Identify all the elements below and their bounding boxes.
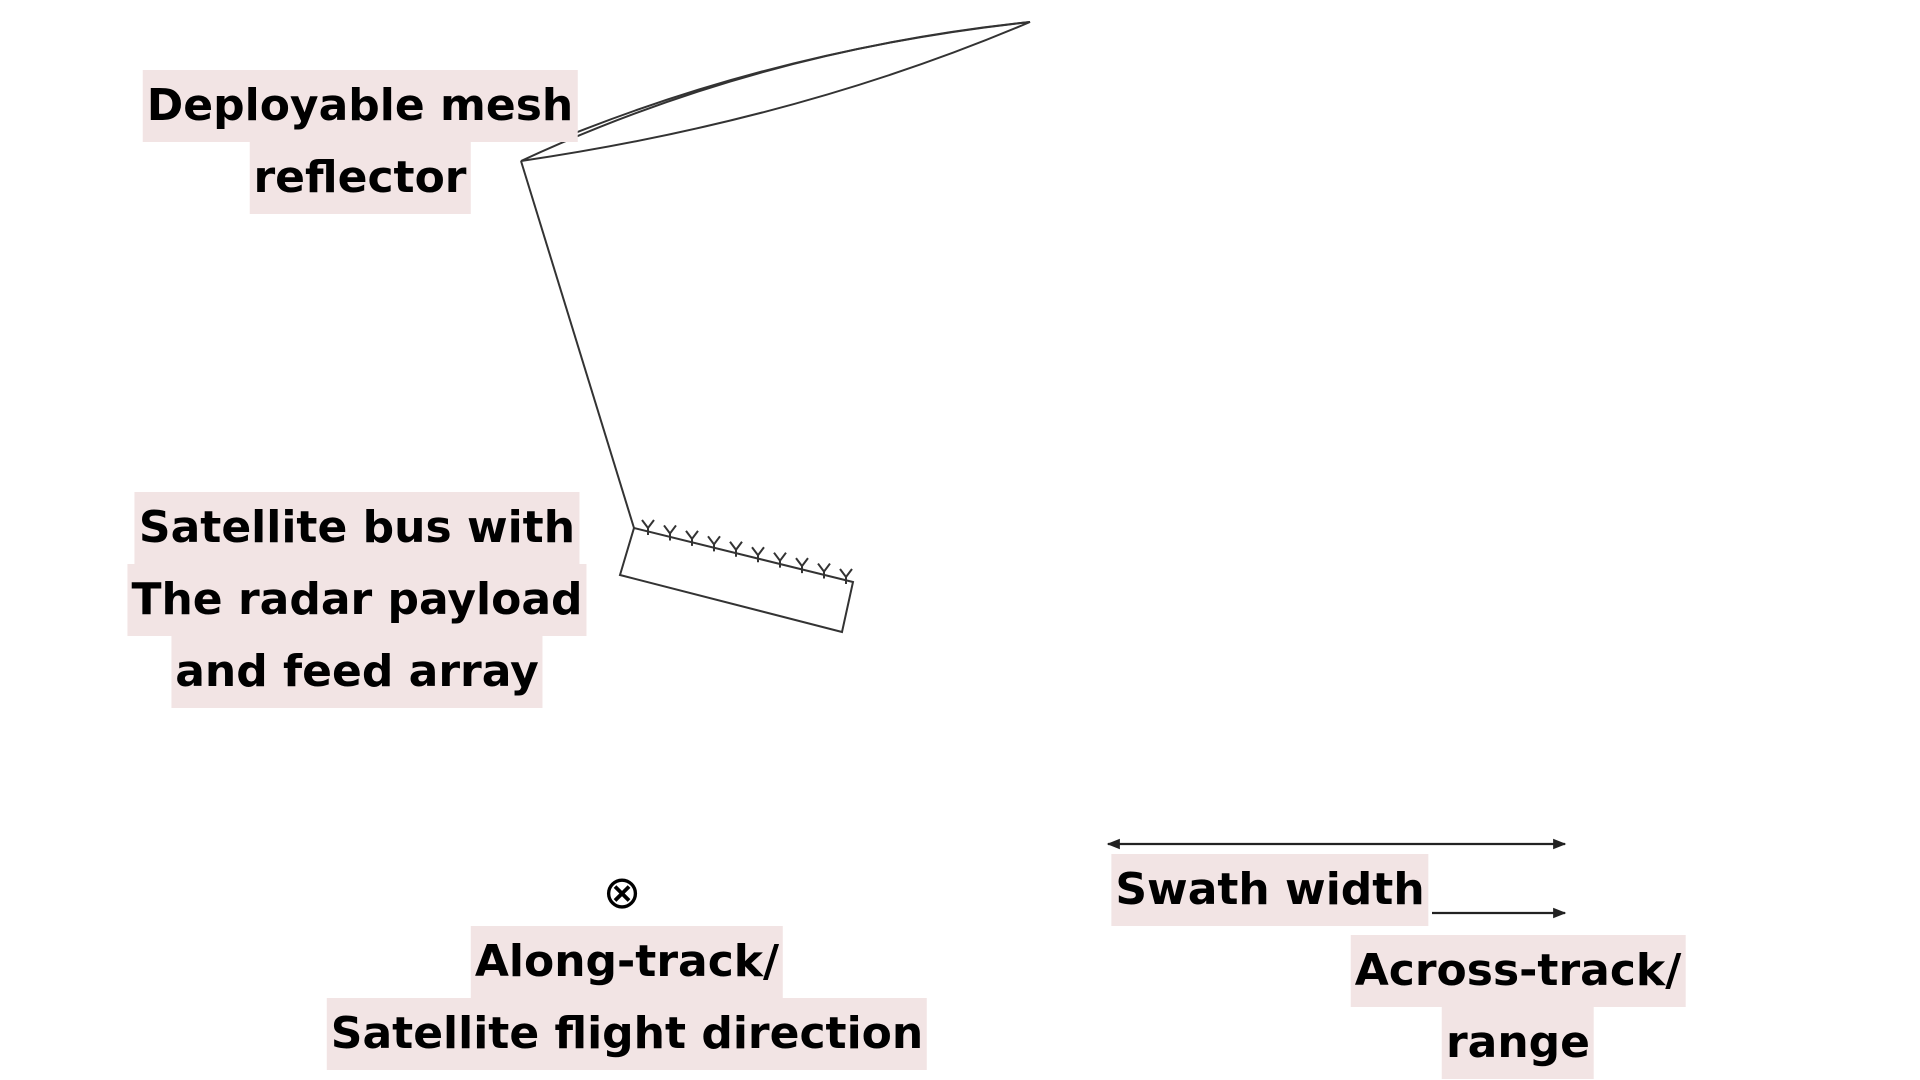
- feed-element-icon: [773, 552, 787, 568]
- feed-array: [641, 519, 853, 584]
- mesh-reflector-fold: [574, 21, 1031, 134]
- label-across-track: Across-track/ range: [1350, 935, 1686, 1079]
- feed-element-icon: [641, 519, 655, 535]
- label-swath-width: Swath width: [1111, 854, 1429, 926]
- feed-element-icon: [707, 535, 721, 552]
- label-deployable-mesh-reflector: Deployable mesh reflector: [142, 70, 578, 214]
- feed-element-icon: [685, 530, 699, 546]
- feed-element-icon: [839, 568, 853, 584]
- satellite-bus: [618, 526, 855, 634]
- feed-element-icon: [663, 524, 677, 541]
- mesh-reflector: [520, 21, 1031, 162]
- reflector-boom: [520, 160, 635, 529]
- feed-element-icon: [729, 541, 743, 557]
- feed-element-icon: [795, 557, 809, 574]
- label-along-track: Along-track/ Satellite flight direction: [326, 926, 928, 1070]
- label-satellite-bus: Satellite bus with The radar payload and…: [127, 492, 587, 708]
- feed-element-icon: [817, 562, 831, 579]
- feed-element-icon: [751, 546, 765, 563]
- along-track-into-page-icon: ⊗: [602, 865, 642, 919]
